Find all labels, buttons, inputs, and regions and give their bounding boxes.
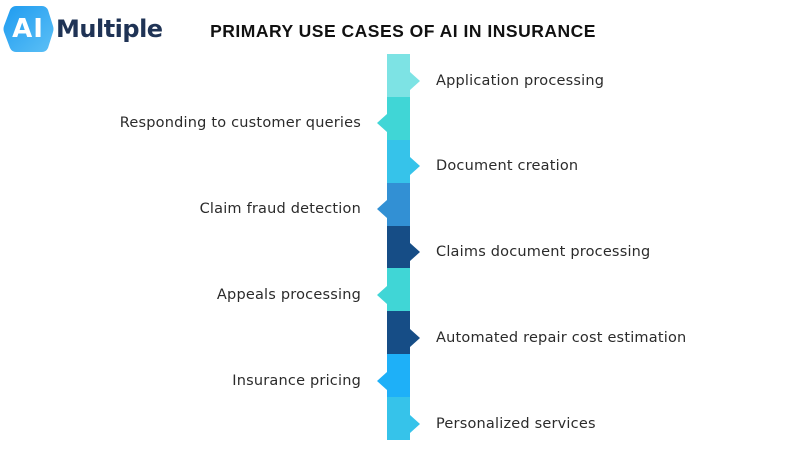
use-case-label: Document creation — [436, 158, 579, 175]
use-case-label: Personalized services — [436, 415, 596, 432]
use-case-label: Responding to customer queries — [119, 115, 361, 132]
timeline-segment — [387, 139, 410, 184]
arrow-right-icon — [410, 71, 420, 90]
use-case-label: Claim fraud detection — [199, 201, 361, 218]
arrow-right-icon — [410, 157, 420, 176]
page-title: PRIMARY USE CASES OF AI IN INSURANCE — [210, 21, 596, 41]
use-case-label: Application processing — [436, 72, 605, 89]
arrow-right-icon — [410, 243, 420, 262]
arrow-left-icon — [377, 371, 387, 390]
timeline-segment — [387, 354, 410, 398]
timeline-segment — [387, 182, 410, 227]
logo-text: Multiple — [56, 15, 163, 43]
timeline-segment — [387, 54, 410, 98]
logo: AI Multiple — [2, 4, 163, 54]
timeline-segment — [387, 397, 410, 441]
logo-hexagon-icon: AI — [2, 4, 54, 54]
arrow-left-icon — [377, 114, 387, 133]
timeline-bar — [377, 54, 420, 441]
logo-mark: AI — [12, 14, 44, 44]
use-case-label: Claims document processing — [436, 244, 651, 261]
arrow-left-icon — [377, 286, 387, 305]
use-case-label: Insurance pricing — [232, 372, 361, 389]
arrow-left-icon — [377, 200, 387, 219]
timeline-segment — [387, 96, 410, 141]
arrow-right-icon — [410, 414, 420, 433]
use-case-label: Appeals processing — [216, 287, 361, 304]
timeline-segment — [387, 268, 410, 312]
arrow-right-icon — [410, 328, 420, 347]
use-case-label: Automated repair cost estimation — [436, 329, 687, 346]
timeline-segment — [387, 311, 410, 355]
timeline-segment — [387, 225, 410, 269]
